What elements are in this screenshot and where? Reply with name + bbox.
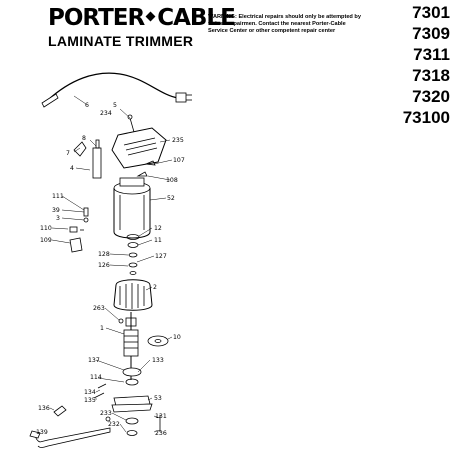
part-label: 53 — [154, 395, 162, 402]
part-label: 126 — [98, 262, 110, 269]
porter-cable-logo: PORTER CABLE — [48, 4, 236, 32]
part-label: 2 — [153, 284, 157, 291]
part-label: 114 — [90, 374, 102, 381]
part-label: 137 — [88, 357, 100, 364]
part-label: 111 — [52, 193, 64, 200]
model-number: 7320 — [412, 87, 450, 106]
cord-clamp — [73, 139, 102, 179]
leader-lines — [49, 95, 173, 433]
motor-field — [113, 279, 153, 311]
part-label: 12 — [154, 225, 162, 232]
model-number-list: 7301 7309 7311 7318 7320 73100 — [403, 2, 450, 128]
part-label: 233 — [100, 410, 112, 417]
part-label: 11 — [154, 237, 162, 244]
motor-housing — [113, 160, 156, 239]
part-label: 7 — [66, 150, 70, 157]
part-label: 4 — [70, 165, 74, 172]
brand-name-right: CABLE — [157, 5, 236, 31]
part-label: 8 — [82, 135, 86, 142]
product-title: LAMINATE TRIMMER — [48, 33, 194, 49]
part-label: 10 — [173, 334, 181, 341]
part-label: 133 — [152, 357, 164, 364]
part-label: 52 — [167, 195, 175, 202]
part-label: 1 — [100, 325, 104, 332]
part-label: 135 — [84, 397, 96, 404]
part-label: 110 — [40, 225, 52, 232]
model-number: 7301 — [412, 3, 450, 22]
fan — [147, 335, 169, 347]
brand-name-left: PORTER — [48, 5, 145, 31]
part-label: 39 — [52, 207, 60, 214]
part-label: 3 — [56, 215, 60, 222]
bearing-washers — [126, 234, 140, 275]
part-label: 234 — [100, 110, 112, 117]
part-label: 131 — [155, 413, 167, 420]
warning-notice: WARNING: Electrical repairs should only … — [208, 14, 361, 34]
model-number: 73100 — [402, 108, 450, 127]
part-label: 127 — [155, 253, 167, 260]
part-label: 134 — [84, 389, 96, 396]
part-label: 6 — [85, 102, 89, 109]
part-label: 109 — [40, 237, 52, 244]
part-label: 263 — [93, 305, 105, 312]
base-assembly — [53, 367, 161, 436]
part-label: 236 — [155, 430, 167, 437]
part-label: 235 — [172, 137, 184, 144]
housing-cap — [111, 114, 167, 169]
part-label: 128 — [98, 251, 110, 258]
brush-parts — [69, 207, 89, 253]
part-label: 108 — [166, 177, 178, 184]
part-label: 139 — [36, 429, 48, 436]
part-label: 136 — [38, 405, 50, 412]
part-label: 5 — [113, 102, 117, 109]
part-label: 107 — [173, 157, 185, 164]
model-number: 7318 — [412, 66, 450, 85]
part-label: 232 — [108, 421, 120, 428]
model-number: 7309 — [412, 24, 450, 43]
model-number: 7311 — [413, 45, 450, 64]
power-cord — [41, 72, 192, 108]
part-labels: 6 5 234 235 8 7 4 107 108 52 111 39 3 11… — [36, 102, 185, 437]
wrench-icon — [29, 427, 111, 448]
